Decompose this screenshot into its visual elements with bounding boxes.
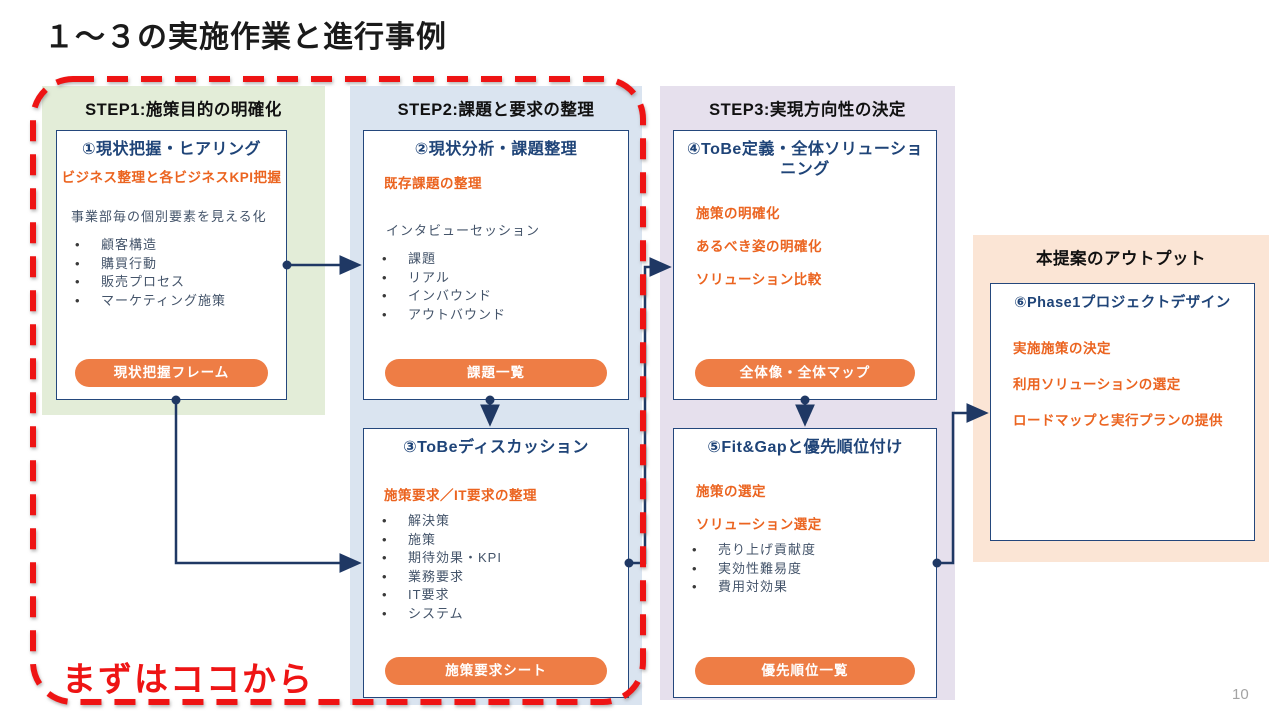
card-tobe-definition: ④ToBe定義・全体ソリューショニング 施策の明確化 あるべき姿の明確化 ソリュ… xyxy=(673,130,937,400)
card5-highlight: ソリューション選定 xyxy=(696,517,822,532)
card6-title: ⑥Phase1プロジェクトデザイン xyxy=(1014,295,1231,311)
list-item: 購買行動 xyxy=(75,255,286,274)
list-item: 顧客構造 xyxy=(75,236,286,255)
list-item: IT要求 xyxy=(382,586,628,605)
card5-title: ⑤Fit&Gapと優先順位付け xyxy=(707,439,903,456)
card-current-state-hearing: ①現状把握・ヒアリング ビジネス整理と各ビジネスKPI把握 事業部毎の個別要素を… xyxy=(56,130,287,400)
callout-start-here: まずはココから xyxy=(62,661,314,699)
card3-title: ③ToBeディスカッション xyxy=(403,439,589,456)
card1-highlight: ビジネス整理と各ビジネスKPI把握 xyxy=(61,170,282,185)
step2-header: STEP2:課題と要求の整理 xyxy=(397,101,595,119)
list-item: アウトバウンド xyxy=(382,306,628,325)
card2-title: ②現状分析・課題整理 xyxy=(414,141,578,158)
list-item: インバウンド xyxy=(382,287,628,306)
card5-highlight: 施策の選定 xyxy=(696,484,766,499)
list-item: システム xyxy=(382,605,628,624)
list-item: 課題 xyxy=(382,250,628,269)
card1-bullet-list: 顧客構造 購買行動 販売プロセス マーケティング施策 xyxy=(57,236,286,310)
card4-highlight: 施策の明確化 xyxy=(696,206,780,221)
card4-highlight: ソリューション比較 xyxy=(696,272,822,287)
card6-highlight: 実施施策の決定 xyxy=(1013,341,1111,356)
list-item: 販売プロセス xyxy=(75,273,286,292)
deliverable-pill-priority-list: 優先順位一覧 xyxy=(694,657,916,685)
card3-highlight: 施策要求／IT要求の整理 xyxy=(384,488,537,503)
list-item: 売り上げ貢献度 xyxy=(692,541,936,560)
list-item: 業務要求 xyxy=(382,568,628,587)
card1-lead: 事業部毎の個別要素を見える化 xyxy=(71,209,267,224)
card2-bullet-list: 課題 リアル インバウンド アウトバウンド xyxy=(364,250,628,324)
card2-highlight: 既存課題の整理 xyxy=(384,176,482,191)
card6-highlight: 利用ソリューションの選定 xyxy=(1013,377,1181,392)
list-item: 期待効果・KPI xyxy=(382,549,628,568)
card-tobe-discussion: ③ToBeディスカッション 施策要求／IT要求の整理 解決策 施策 期待効果・K… xyxy=(363,428,629,698)
list-item: 解決策 xyxy=(382,512,628,531)
list-item: 施策 xyxy=(382,531,628,550)
deliverable-pill-current-state-frame: 現状把握フレーム xyxy=(75,359,268,387)
deliverable-pill-overall-map: 全体像・全体マップ xyxy=(694,359,916,387)
card5-bullet-list: 売り上げ貢献度 実効性難易度 費用対効果 xyxy=(674,541,936,597)
list-item: 実効性難易度 xyxy=(692,560,936,579)
list-item: 費用対効果 xyxy=(692,578,936,597)
step3-header: STEP3:実現方向性の決定 xyxy=(709,101,906,119)
list-item: リアル xyxy=(382,269,628,288)
card2-lead: インタビューセッション xyxy=(386,223,541,238)
card-phase1-project-design: ⑥Phase1プロジェクトデザイン 実施施策の決定 利用ソリューションの選定 ロ… xyxy=(990,283,1255,541)
deliverable-pill-issue-list: 課題一覧 xyxy=(385,359,607,387)
page-number: 10 xyxy=(1232,686,1249,703)
card6-highlight: ロードマップと実行プランの提供 xyxy=(1013,413,1223,428)
list-item: マーケティング施策 xyxy=(75,292,286,311)
connector-box1-to-box3 xyxy=(174,400,362,573)
deliverable-pill-policy-request-sheet: 施策要求シート xyxy=(385,657,607,685)
card4-highlight: あるべき姿の明確化 xyxy=(696,239,822,254)
card-fit-gap-priority: ⑤Fit&Gapと優先順位付け 施策の選定 ソリューション選定 売り上げ貢献度 … xyxy=(673,428,937,698)
card1-title: ①現状把握・ヒアリング xyxy=(81,141,262,158)
card3-bullet-list: 解決策 施策 期待効果・KPI 業務要求 IT要求 システム xyxy=(364,512,628,623)
card4-title: ④ToBe定義・全体ソリューショニング xyxy=(686,141,924,178)
step1-header: STEP1:施策目的の明確化 xyxy=(85,101,282,119)
slide-title: １～３の実施作業と進行事例 xyxy=(44,21,447,54)
card-analysis-issues: ②現状分析・課題整理 既存課題の整理 インタビューセッション 課題 リアル イン… xyxy=(363,130,629,400)
output-header: 本提案のアウトプット xyxy=(1036,250,1206,268)
